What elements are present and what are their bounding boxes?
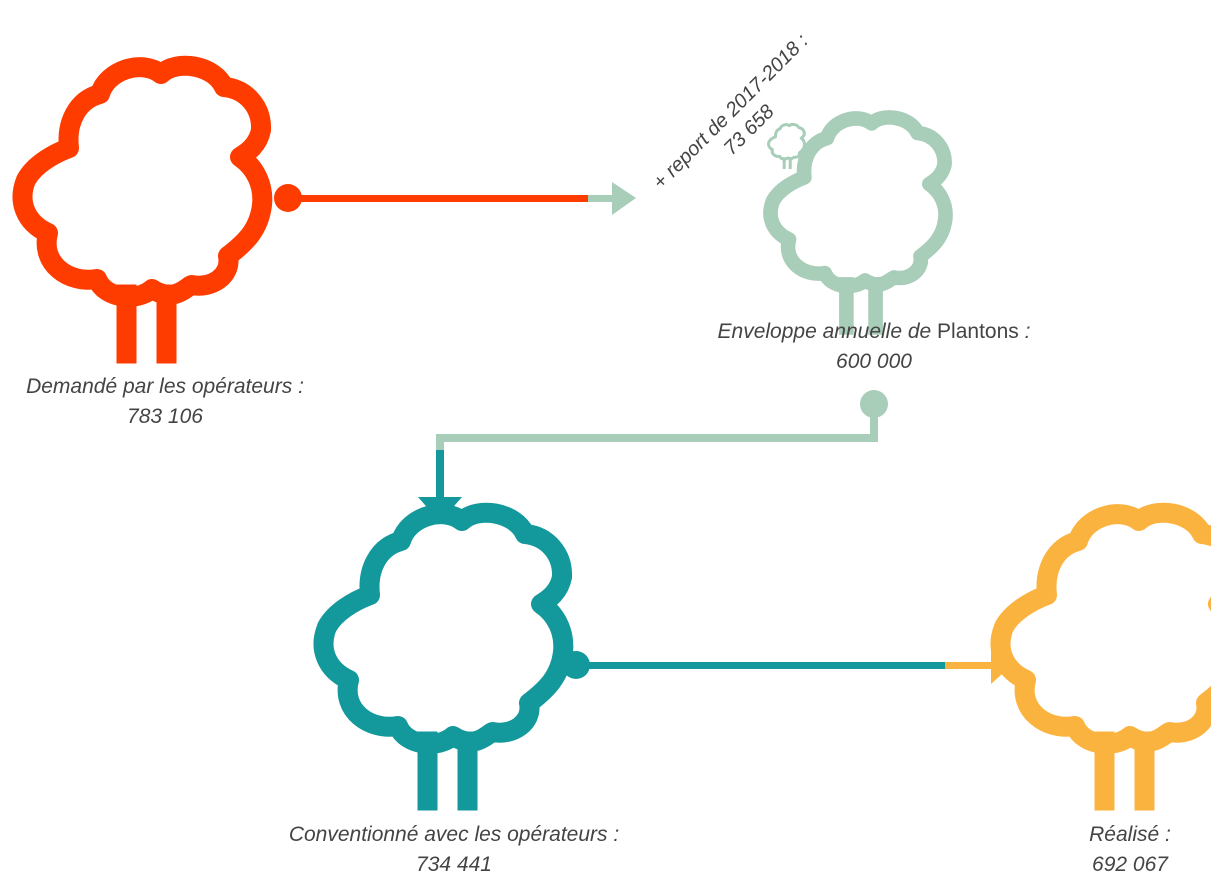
requested-value: 783 106 [127,405,203,428]
connector-line-agreed [576,662,948,669]
connector-line-envelope [588,195,615,202]
tree-icon-envelope [770,117,945,334]
agreed-value: 734 441 [416,853,492,876]
envelope-to-agreed-connector [418,390,888,522]
tree-icon-achieved [1001,513,1211,810]
agreed-to-achieved-connector [562,648,1012,684]
connector-line-agreed [436,450,444,500]
tree-icon-agreed [324,513,564,810]
agreed-label: Conventionné avec les opérateurs : [288,823,620,846]
connector-line-achieved [945,662,995,669]
agreed-caption: Conventionné avec les opérateurs : 734 4… [254,820,654,880]
connector-line-requested [288,195,588,202]
envelope-label-suffix: : [1018,320,1031,343]
envelope-program-name: Plantons [937,320,1019,343]
envelope-caption: Enveloppe annuelle de Plantons : 600 000 [674,317,1074,377]
achieved-value: 692 067 [1092,853,1168,876]
envelope-value: 600 000 [836,350,912,373]
requested-label: Demandé par les opérateurs : [26,375,304,398]
arrow-right-icon [612,182,636,215]
envelope-label-prefix: Enveloppe annuelle de [717,320,938,343]
connector-line-segment [436,434,878,442]
connector-line-segment [870,404,878,441]
achieved-caption: Réalisé : 692 067 [1060,820,1200,880]
achieved-label: Réalisé : [1089,823,1171,846]
tree-icon-requested [23,66,263,363]
requested-caption: Demandé par les opérateurs : 783 106 [0,372,330,432]
requested-to-envelope-connector [274,182,636,215]
